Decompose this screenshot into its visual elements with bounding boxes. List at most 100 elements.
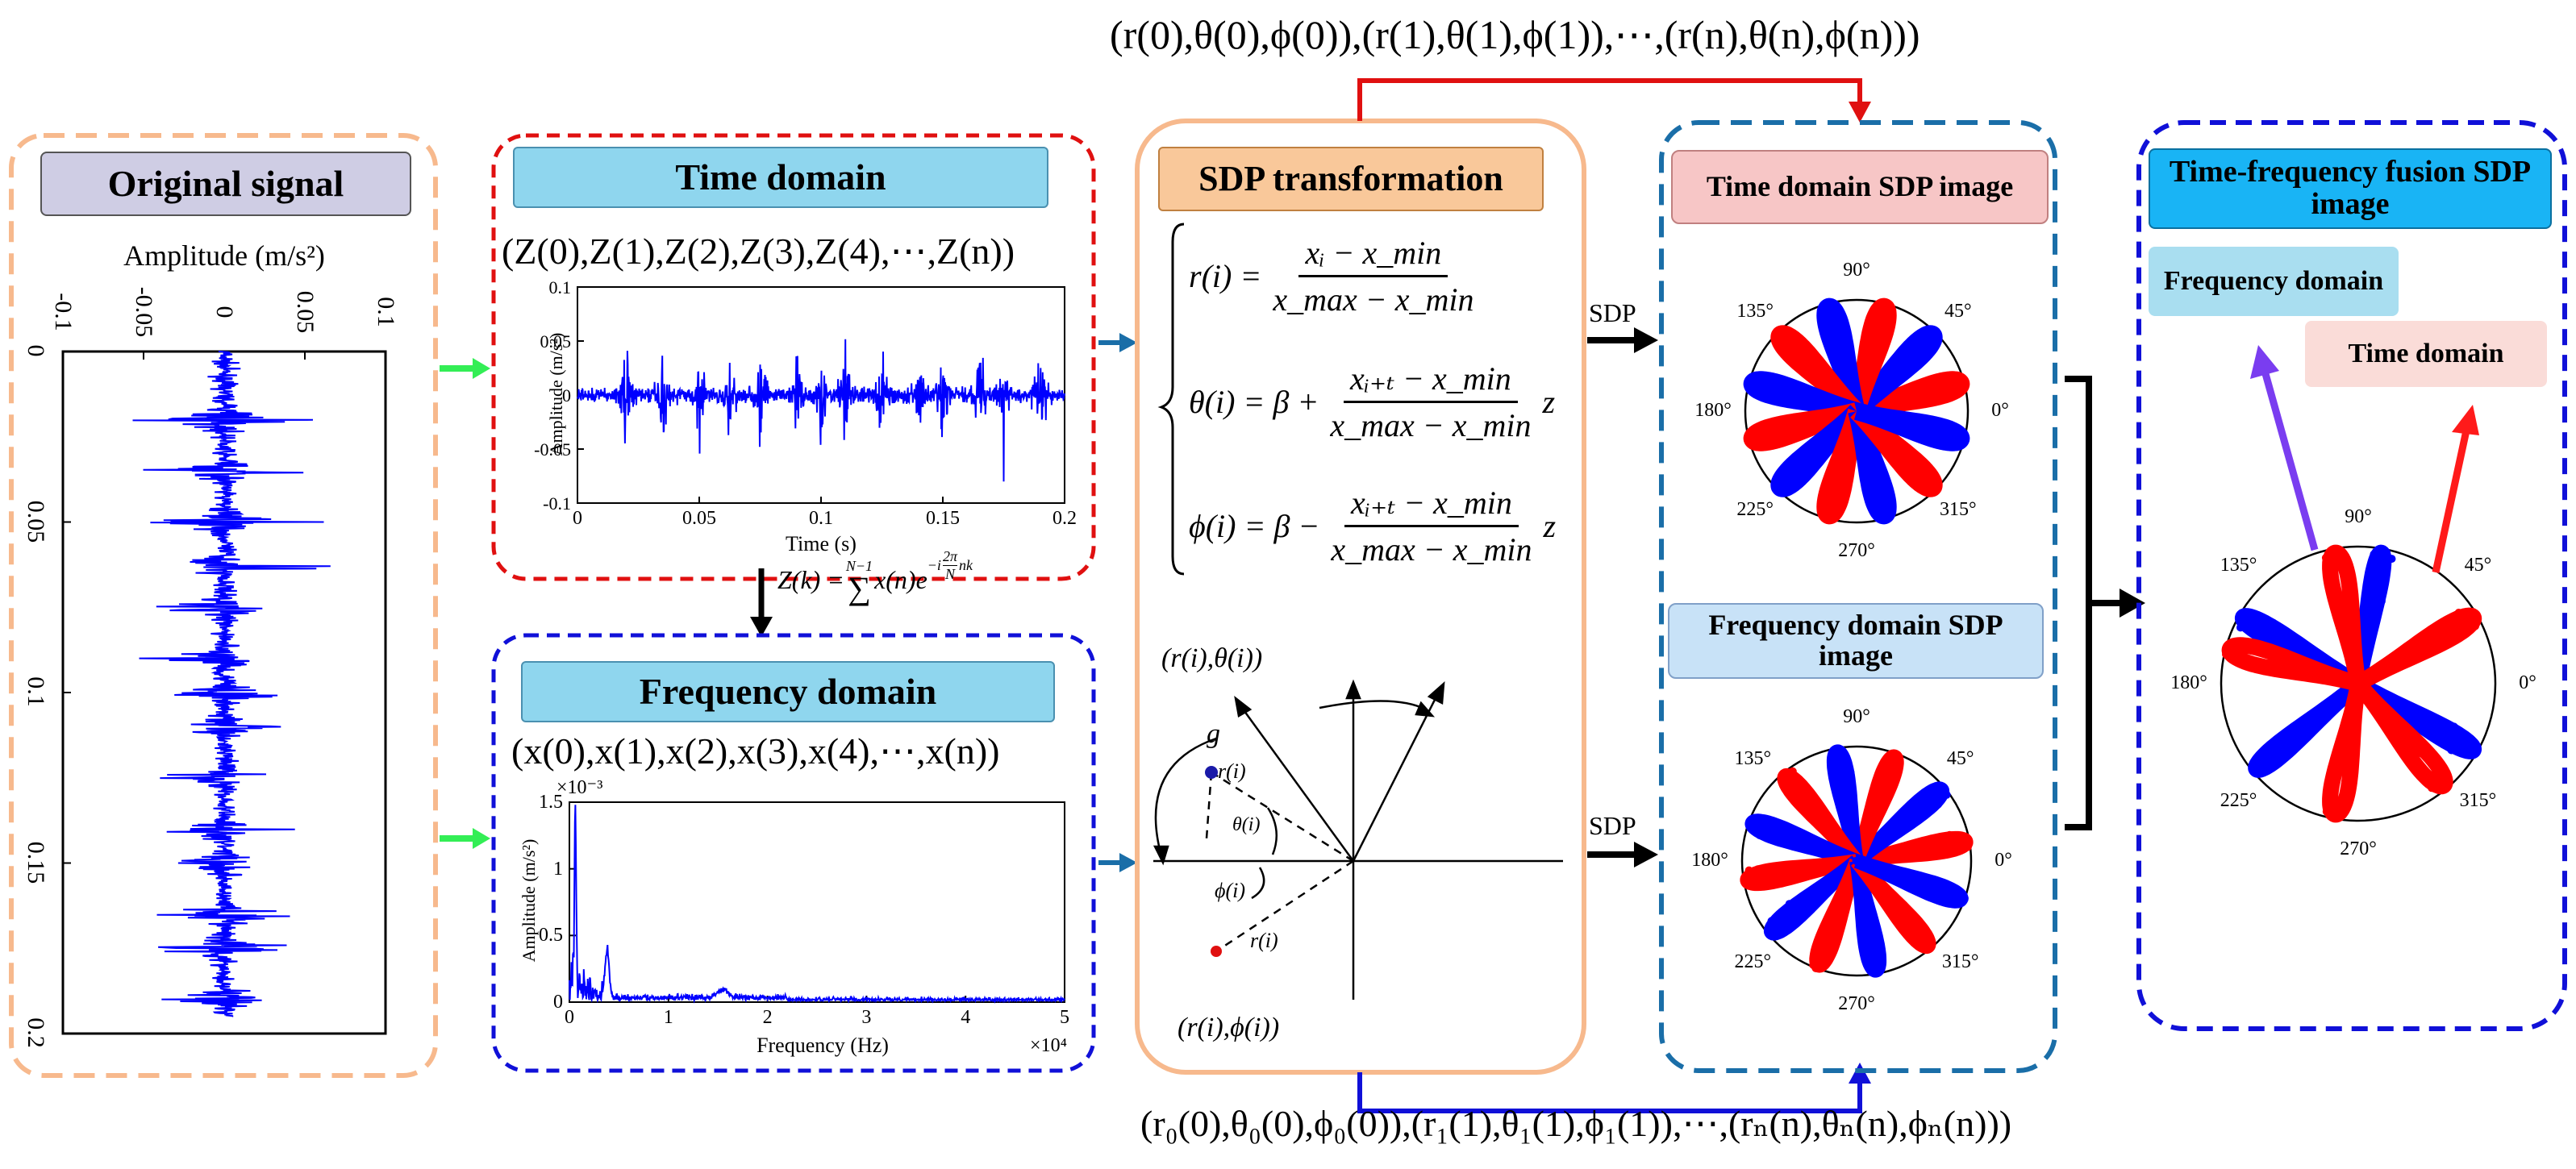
eq3-tail: z [1543,508,1557,544]
petal-dot [2384,660,2393,669]
blue-petal [1853,402,1970,451]
petal-dot [1894,751,1902,760]
eq2-fraction: xᵢ₊ₜ − x_min x_max − x_min [1323,360,1537,444]
red-petal [1855,830,1974,868]
petal-dot [2314,651,2323,660]
eq3-numerator: xᵢ₊ₜ − x_min [1344,484,1519,527]
petal-dot [2252,757,2261,766]
petal-dot [1753,865,1762,874]
petal-dot [1877,944,1886,953]
eq1-lhs: r(i) = [1189,258,1262,294]
polar-angle-label: 45° [2464,555,2492,576]
frequency-x-multiplier: ×10⁴ [1030,1035,1067,1056]
original-signal-trace [132,351,331,1017]
red-petal [2221,637,2361,692]
petal-dot [1882,796,1890,805]
petal-dot [2292,735,2301,744]
polar-angle-label: 270° [2340,838,2377,859]
red-petal [1740,854,1858,892]
time-tick-label: 0 [23,344,49,357]
petal-dot [2278,668,2286,677]
amp-tick-label: -0.1 [50,293,77,331]
petal-dot [1832,830,1841,839]
frequency-spectrum-trace [569,805,1065,1005]
green-arrow-to-time [440,358,490,379]
label-g: g [1207,719,1220,749]
petal-dot [2468,612,2477,621]
fft-arrow [750,568,773,637]
petal-dot [1788,825,1797,834]
petal-dot [2347,710,2356,719]
petal-dot [2375,558,2384,567]
petal-stroke [1850,325,1943,418]
petal-dot [2235,658,2244,667]
original-signal-panel [9,133,438,1078]
petal-dot [1889,759,1898,768]
petal-dot [2344,637,2353,646]
petal-dot [2435,757,2444,765]
eq1-fraction: xᵢ − x_min x_max − x_min [1266,234,1480,318]
blue-petal [2350,544,2396,685]
petal-dot [2370,597,2378,605]
petal-dot [1875,958,1884,967]
petal-dot [1924,786,1932,795]
time-xlabel: Time (s) [786,532,857,555]
petal-dot [2266,747,2275,756]
petal-dot [2399,709,2408,718]
petal-dot [2416,743,2424,751]
petal-dot [1788,872,1796,880]
petal-dot [1879,765,1888,774]
petal-dot [2339,692,2348,700]
petal-dot [2313,671,2322,680]
original-signal-title: Original signal [40,152,411,216]
petal-dot [1805,835,1813,844]
polar-angle-label: 90° [1843,260,1870,281]
petal-dot [2382,547,2391,556]
fft-exp-tail: nk [958,557,973,573]
petal-dot [1795,870,1804,878]
red-petal [1853,371,1970,420]
fft-lhs: Z(k) = [777,565,844,594]
blue-petal [1848,407,1897,525]
sdp-equation-r: r(i) = xᵢ − x_min x_max − x_min [1189,234,1485,318]
petal-dot [2377,597,2386,605]
polar-angle-label: 0° [1995,850,2012,871]
petal-dot [1876,894,1885,903]
petal-dot [1948,842,1957,851]
petal-dot [2336,750,2345,759]
petal-dot [2301,664,2310,672]
petal-stroke [1770,405,1863,497]
polar-angle-label: 270° [1838,540,1875,561]
petal-dot [1788,793,1797,801]
petal-dot [1832,849,1841,858]
petal-dot [2289,638,2298,647]
petal-dot [2425,643,2434,652]
petal-dot [2227,647,2236,655]
sdp-equation-theta: θ(i) = β + xᵢ₊ₜ − x_min x_max − x_min z [1189,360,1555,444]
blue-petal [2248,677,2364,778]
petal-dot [1822,860,1831,869]
label-theta: θ(i) [1232,814,1261,835]
petal-dot [2378,575,2386,583]
petal-stroke [1853,371,1970,420]
label-r-upper: r(i) [1218,759,1246,783]
petal-dot [1915,935,1924,944]
red-petal [1816,407,1865,525]
amp-tick-label: 0 [211,306,238,318]
petal-dot [2341,675,2350,684]
eq2-lhs: θ(i) = β + [1189,384,1319,420]
polar-frame [2220,545,2497,822]
petal-dot [1922,840,1931,848]
petal-dot [1878,884,1887,893]
petal-dot [2349,597,2357,606]
petal-dot [2367,605,2376,614]
petal-dot [2404,730,2413,739]
fusion-polar-plot [2220,544,2497,823]
petal-dot [2454,609,2463,617]
freq-xtick-label: 0 [565,1007,574,1028]
polar-angle-label: 180° [2170,672,2207,693]
petal-dot [2400,745,2409,754]
petal-dot [2386,695,2395,704]
arrow-frequency-to-sdp [1098,853,1137,872]
